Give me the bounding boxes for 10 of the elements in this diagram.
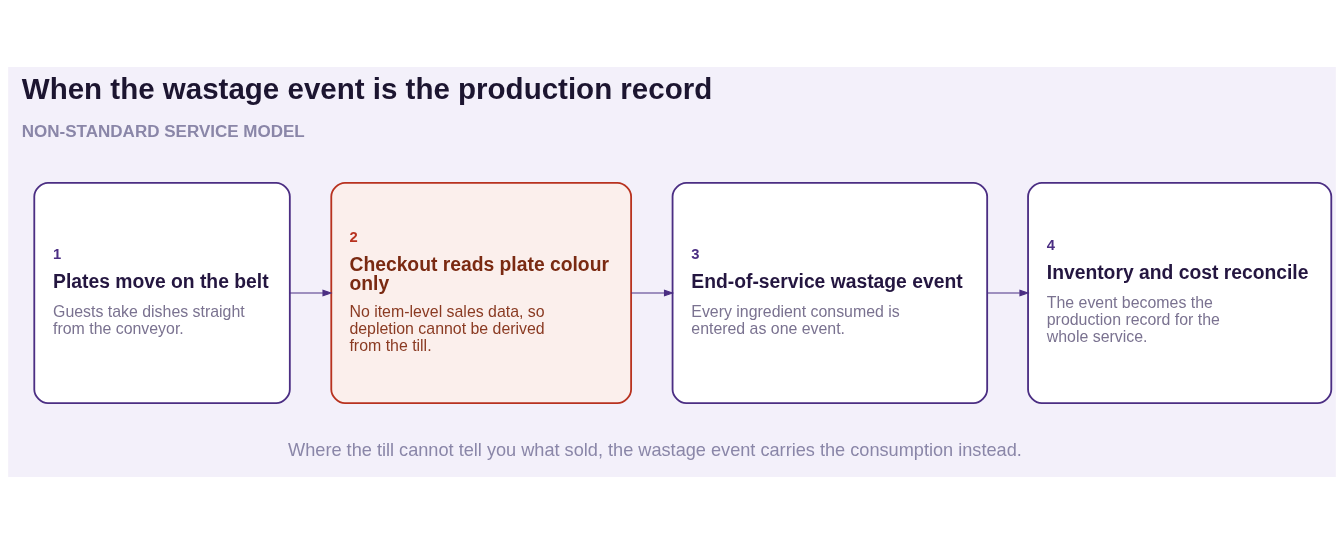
- label: NON-STANDARD SERVICE MODEL: [21, 121, 305, 141]
- diagram-title: When the wastage event is the production record: [21, 71, 713, 105]
- node-box: 1 Plates move on the belt Guests take dishes straight from the conveyor.: [33, 181, 291, 405]
- arrow: [289, 289, 333, 297]
- node-box: 4 Inventory and cost reconcile The event becomes the production record for the whole service.: [1027, 181, 1333, 405]
- arrow: [986, 289, 1030, 297]
- node-box: 3 End-of-service wastage event Every ingredient consumed is entered as one event.: [671, 181, 989, 405]
- caption: Where the till cannot tell you what sold, the wastage event carries the consumption instead.: [288, 440, 1022, 461]
- arrow: [630, 289, 675, 297]
- node-box: 2 Checkout reads plate colour only No item-level sales data, so depletion cannot be derived from the till.: [330, 181, 632, 405]
